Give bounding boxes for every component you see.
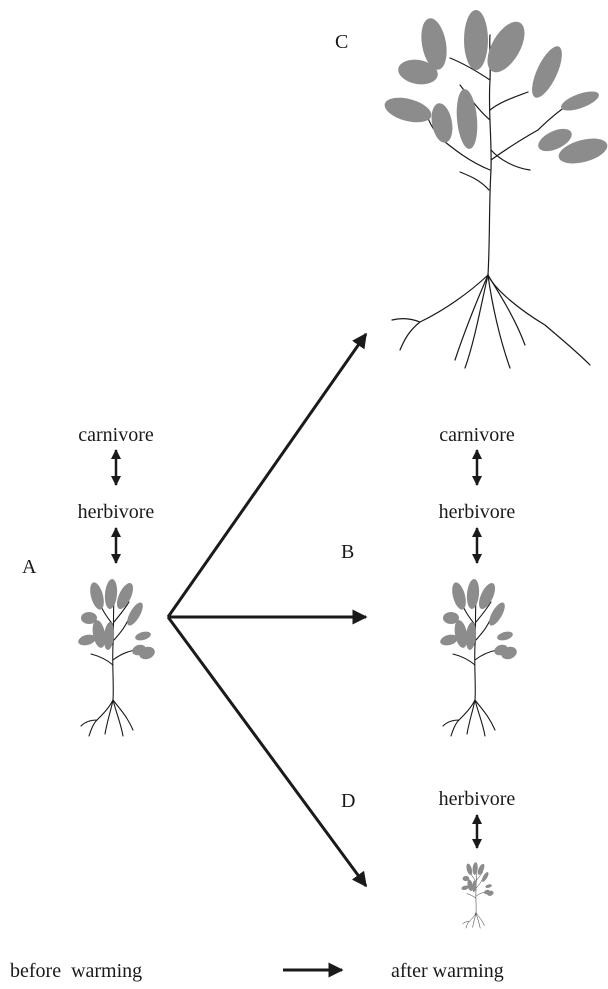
label-d: D (341, 791, 355, 811)
arrow-to-c (168, 334, 366, 617)
carnivore-label-b: carnivore (439, 425, 515, 445)
herbivore-label-b: herbivore (439, 502, 516, 522)
carnivore-label-a: carnivore (78, 425, 154, 445)
legend-before: before warming (10, 961, 142, 981)
legend-after: after warming (391, 961, 504, 981)
small-plant-icon (461, 862, 494, 928)
herbivore-label-a: herbivore (78, 502, 155, 522)
label-a: A (22, 557, 36, 577)
herbivore-label-d: herbivore (439, 789, 516, 809)
plant-icon (439, 579, 519, 736)
label-c: C (335, 32, 348, 52)
arrow-to-d (168, 617, 366, 886)
plant-icon (77, 579, 157, 736)
label-b: B (341, 542, 354, 562)
large-plant-icon (382, 10, 608, 368)
